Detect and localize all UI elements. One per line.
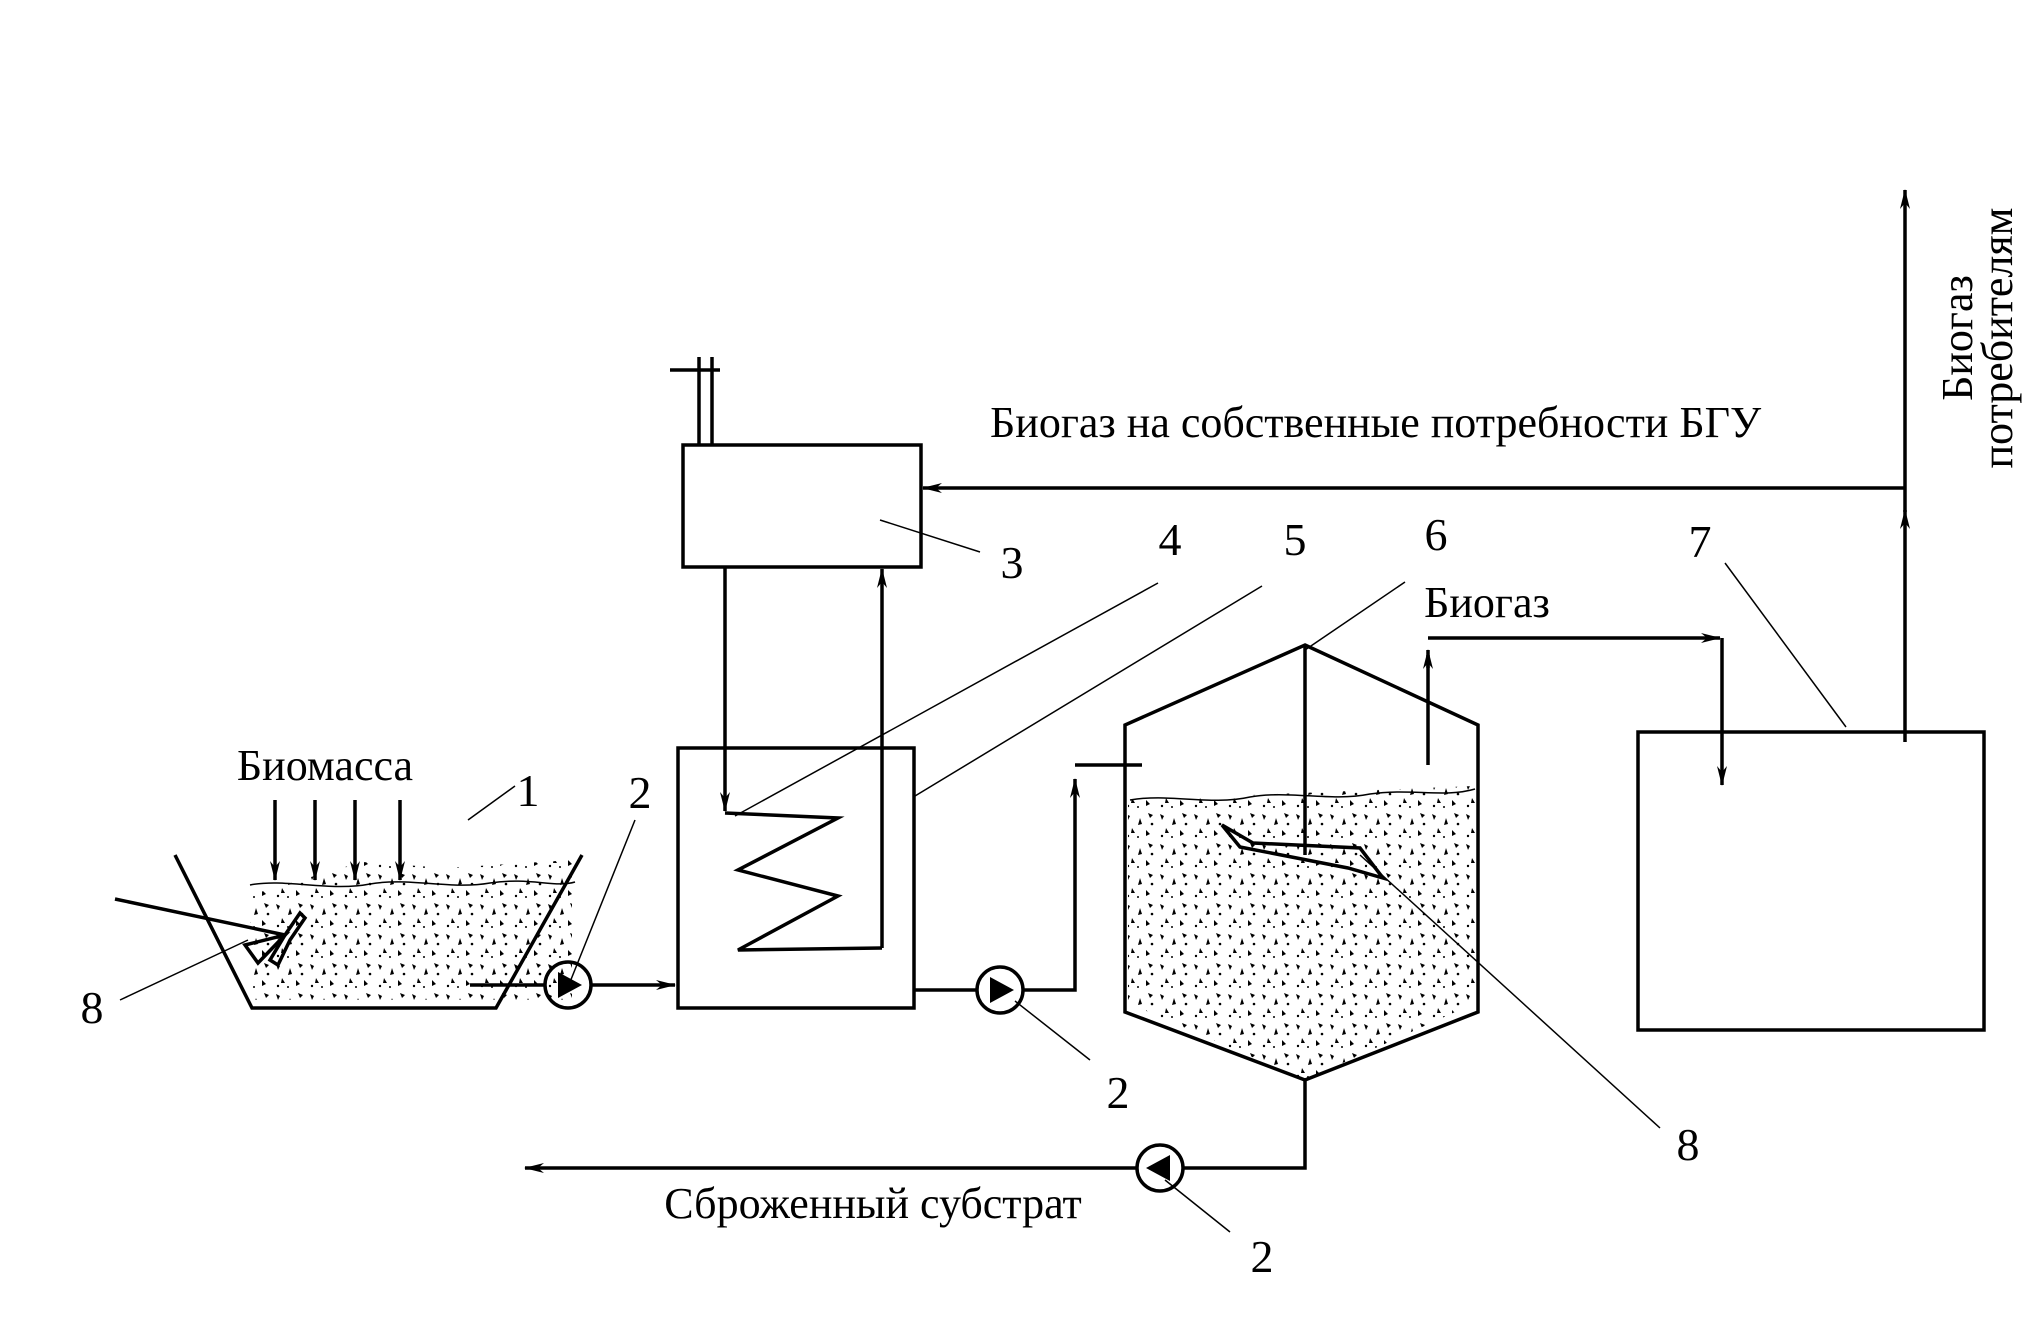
biogas-consumers-label-line2: потребителям xyxy=(1973,208,2022,469)
label-number-4: 4 xyxy=(1159,514,1182,565)
gas-holder xyxy=(1636,730,1986,1032)
heat-exchanger xyxy=(676,746,916,1010)
label-number-2-discharge-pump: 2 xyxy=(1251,1231,1274,1282)
biomass-pit xyxy=(114,854,584,1010)
pump-icon xyxy=(975,965,1025,1015)
pit-vessel xyxy=(173,854,584,1010)
digested-substrate-label: Сброженный субстрат xyxy=(664,1179,1081,1228)
heating-coil xyxy=(724,811,883,952)
pit-liquid-surface xyxy=(249,880,576,888)
label-number-8-digester-mixer: 8 xyxy=(1677,1119,1700,1170)
biogas-own-needs-label: Биогаз на собственные потребности БГУ xyxy=(990,398,1762,447)
digester-mixer-blade xyxy=(1220,823,1388,882)
label-number-7: 7 xyxy=(1689,516,1712,567)
label-number-1: 1 xyxy=(517,765,540,816)
label-number-6: 6 xyxy=(1425,509,1448,560)
digester xyxy=(1123,643,1480,1082)
biomass-label: Биомасса xyxy=(237,741,413,790)
biogas-label: Биогаз xyxy=(1424,578,1550,627)
boiler xyxy=(670,357,923,569)
label-number-5: 5 xyxy=(1284,514,1307,565)
label-number-2-feed-pump: 2 xyxy=(629,767,652,818)
pit-fill xyxy=(250,860,572,1000)
biomass-input-arrows xyxy=(270,800,405,881)
mixer-shaft xyxy=(114,897,286,937)
pipe-pump-to-digester xyxy=(1023,795,1077,992)
pipe-digester-outlet xyxy=(1183,1080,1307,1170)
mixer-blade-2 xyxy=(242,931,291,966)
digester-fill xyxy=(1128,786,1475,1080)
label-number-2-transfer-pump: 2 xyxy=(1107,1067,1130,1118)
label-number-8-pit-mixer: 8 xyxy=(81,982,104,1033)
pump-icon xyxy=(1135,1143,1185,1193)
biogas-consumers-label-line1: Биогаз xyxy=(1933,275,1982,401)
boiler-box xyxy=(681,443,923,569)
label-number-3: 3 xyxy=(1001,537,1024,588)
exchanger-box xyxy=(676,746,916,1010)
leader-lines xyxy=(119,519,1847,1233)
